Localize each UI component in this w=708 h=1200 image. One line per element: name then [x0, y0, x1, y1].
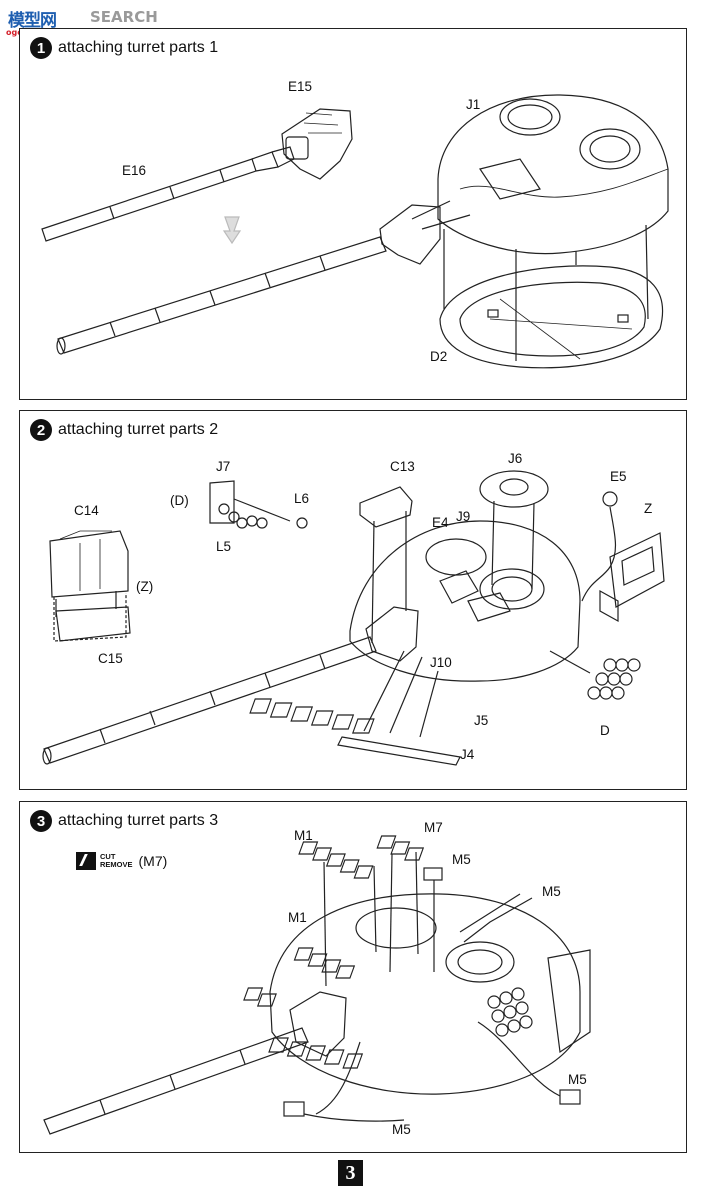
label-z: Z [644, 501, 653, 516]
step-1-number: 1 [30, 37, 52, 59]
label-d-ref: (D) [170, 493, 189, 508]
label-j6: J6 [508, 451, 523, 466]
label-l6: L6 [294, 491, 310, 506]
remove-word: REMOVE [100, 860, 133, 869]
label-m5-bottom: M5 [392, 1122, 411, 1137]
label-e15: E15 [288, 79, 313, 94]
step-2-number: 2 [30, 419, 52, 441]
cut-remove-words: CUT REMOVE [100, 853, 133, 869]
cut-remove-ref: (M7) [138, 853, 168, 869]
label-m5-right: M5 [568, 1072, 587, 1087]
label-j4: J4 [460, 747, 475, 762]
step-1-title: attaching turret parts 1 [58, 39, 219, 56]
label-m1-top: M1 [294, 828, 313, 843]
step-1-panel: 1 attaching turret parts 1 [19, 28, 687, 400]
label-m7: M7 [424, 820, 443, 835]
label-j1: J1 [466, 97, 481, 112]
label-d2: D2 [430, 349, 448, 364]
step-3-heading: 3 attaching turret parts 3 [30, 810, 218, 832]
label-d: D [600, 723, 610, 738]
step-1-illustration [41, 94, 669, 369]
cut-knife-icon [76, 852, 96, 870]
watermark-logo-text: 模型网 [8, 11, 57, 31]
label-c14: C14 [74, 503, 99, 518]
label-j7: J7 [216, 459, 231, 474]
step-2-illustration [42, 470, 665, 766]
label-e4: E4 [432, 515, 449, 530]
label-j5: J5 [474, 713, 489, 728]
step-3-number: 3 [30, 810, 52, 832]
cut-word: CUT [100, 852, 116, 861]
step-2-panel: 2 attaching turret parts 2 [19, 410, 687, 790]
label-c15: C15 [98, 651, 123, 666]
label-m5-top: M5 [452, 852, 471, 867]
step-3-illustration [43, 835, 591, 1135]
step-2-heading: 2 attaching turret parts 2 [30, 419, 218, 441]
label-j9: J9 [456, 509, 471, 524]
step-3-panel: 3 attaching turret parts 3 CUT REMOVE (M… [19, 801, 687, 1153]
step-2-title: attaching turret parts 2 [58, 421, 219, 438]
step-1-heading: 1 attaching turret parts 1 [30, 37, 218, 59]
label-l5: L5 [216, 539, 232, 554]
watermark-search-text: SEARCH [90, 8, 158, 26]
page-number: 3 [338, 1160, 363, 1186]
label-e16: E16 [122, 163, 147, 178]
step-3-title: attaching turret parts 3 [58, 812, 219, 829]
label-e5: E5 [610, 469, 627, 484]
label-j10: J10 [430, 655, 452, 670]
label-c13: C13 [390, 459, 415, 474]
label-z-ref: (Z) [136, 579, 154, 594]
cut-remove-note: CUT REMOVE (M7) [76, 852, 167, 870]
label-m5-mid: M5 [542, 884, 561, 899]
label-m1-mid: M1 [288, 910, 307, 925]
